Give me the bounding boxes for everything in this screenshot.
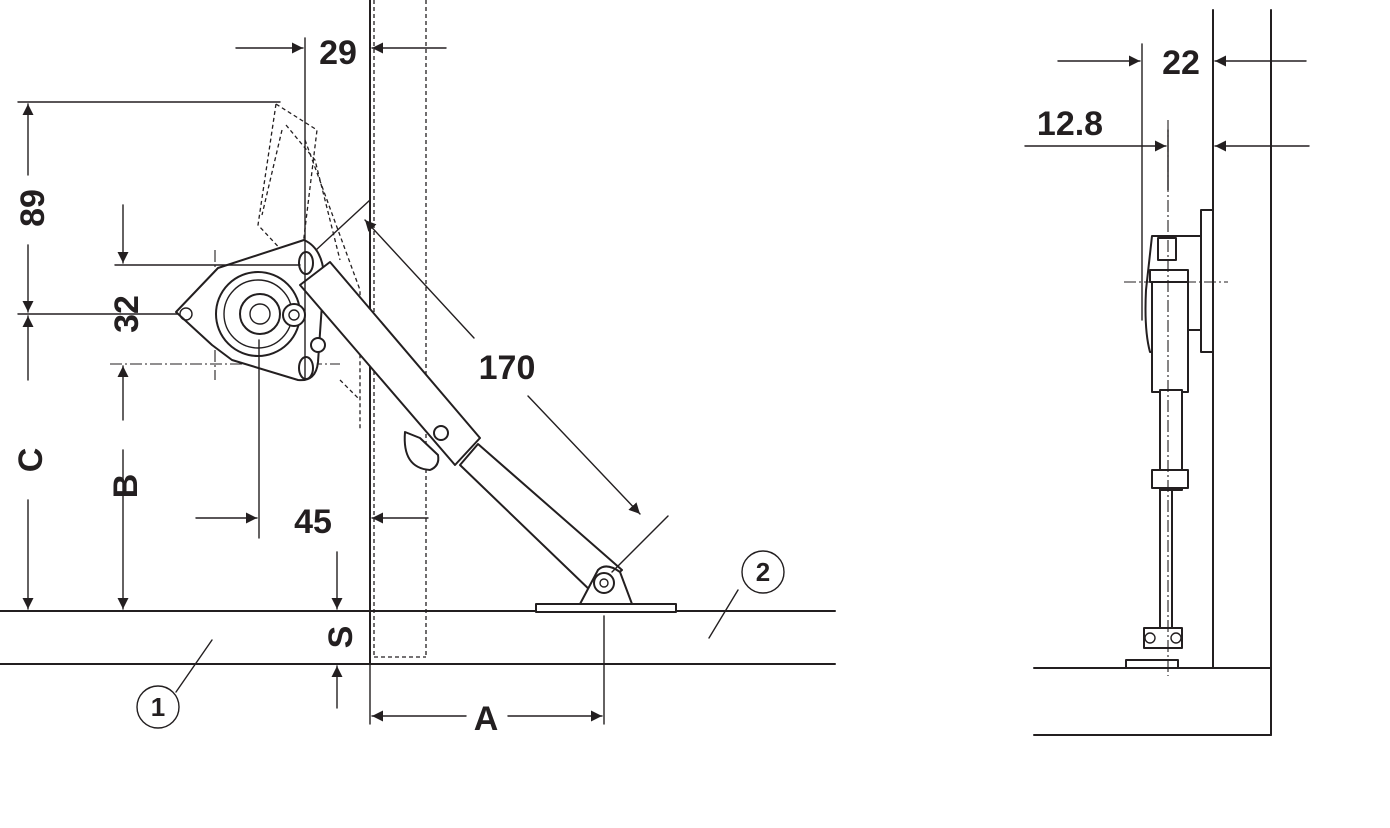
dim-label-C: C: [12, 448, 50, 473]
dim-label-29: 29: [319, 34, 357, 72]
dim-45: 45: [195, 339, 429, 541]
stay-mechanism: [175, 239, 677, 613]
callout-2: 2: [708, 550, 785, 639]
dim-22: 22: [1057, 43, 1307, 321]
dim-32: 32: [17, 204, 301, 421]
dim-29: 29: [235, 34, 447, 381]
callout-label-1: 1: [151, 692, 165, 722]
side-view: 29 89 32 C B: [0, 0, 836, 738]
dim-label-A: A: [474, 700, 499, 738]
callout-label-2: 2: [756, 557, 770, 587]
dim-label-89: 89: [14, 189, 52, 227]
front-view: 22 12.8: [1024, 9, 1310, 736]
front-mechanism: [1124, 120, 1228, 676]
dim-label-170: 170: [479, 349, 536, 387]
dim-12-8: 12.8: [1024, 105, 1310, 191]
dim-S: S: [319, 551, 365, 709]
lid-outline-dashed: [373, 0, 427, 658]
bottom-panel: [0, 610, 836, 665]
dim-A: A: [369, 615, 605, 738]
dim-label-45: 45: [294, 503, 332, 541]
dim-89: 89: [14, 101, 281, 313]
dim-C: C: [12, 315, 50, 610]
dim-label-12-8: 12.8: [1037, 105, 1103, 143]
dim-B: B: [107, 449, 145, 610]
dim-label-22: 22: [1162, 44, 1200, 82]
dim-label-32: 32: [108, 295, 146, 333]
dim-170: 170: [315, 199, 669, 573]
dim-label-B: B: [107, 474, 145, 499]
callout-1: 1: [136, 639, 213, 729]
dim-label-S: S: [322, 626, 360, 649]
